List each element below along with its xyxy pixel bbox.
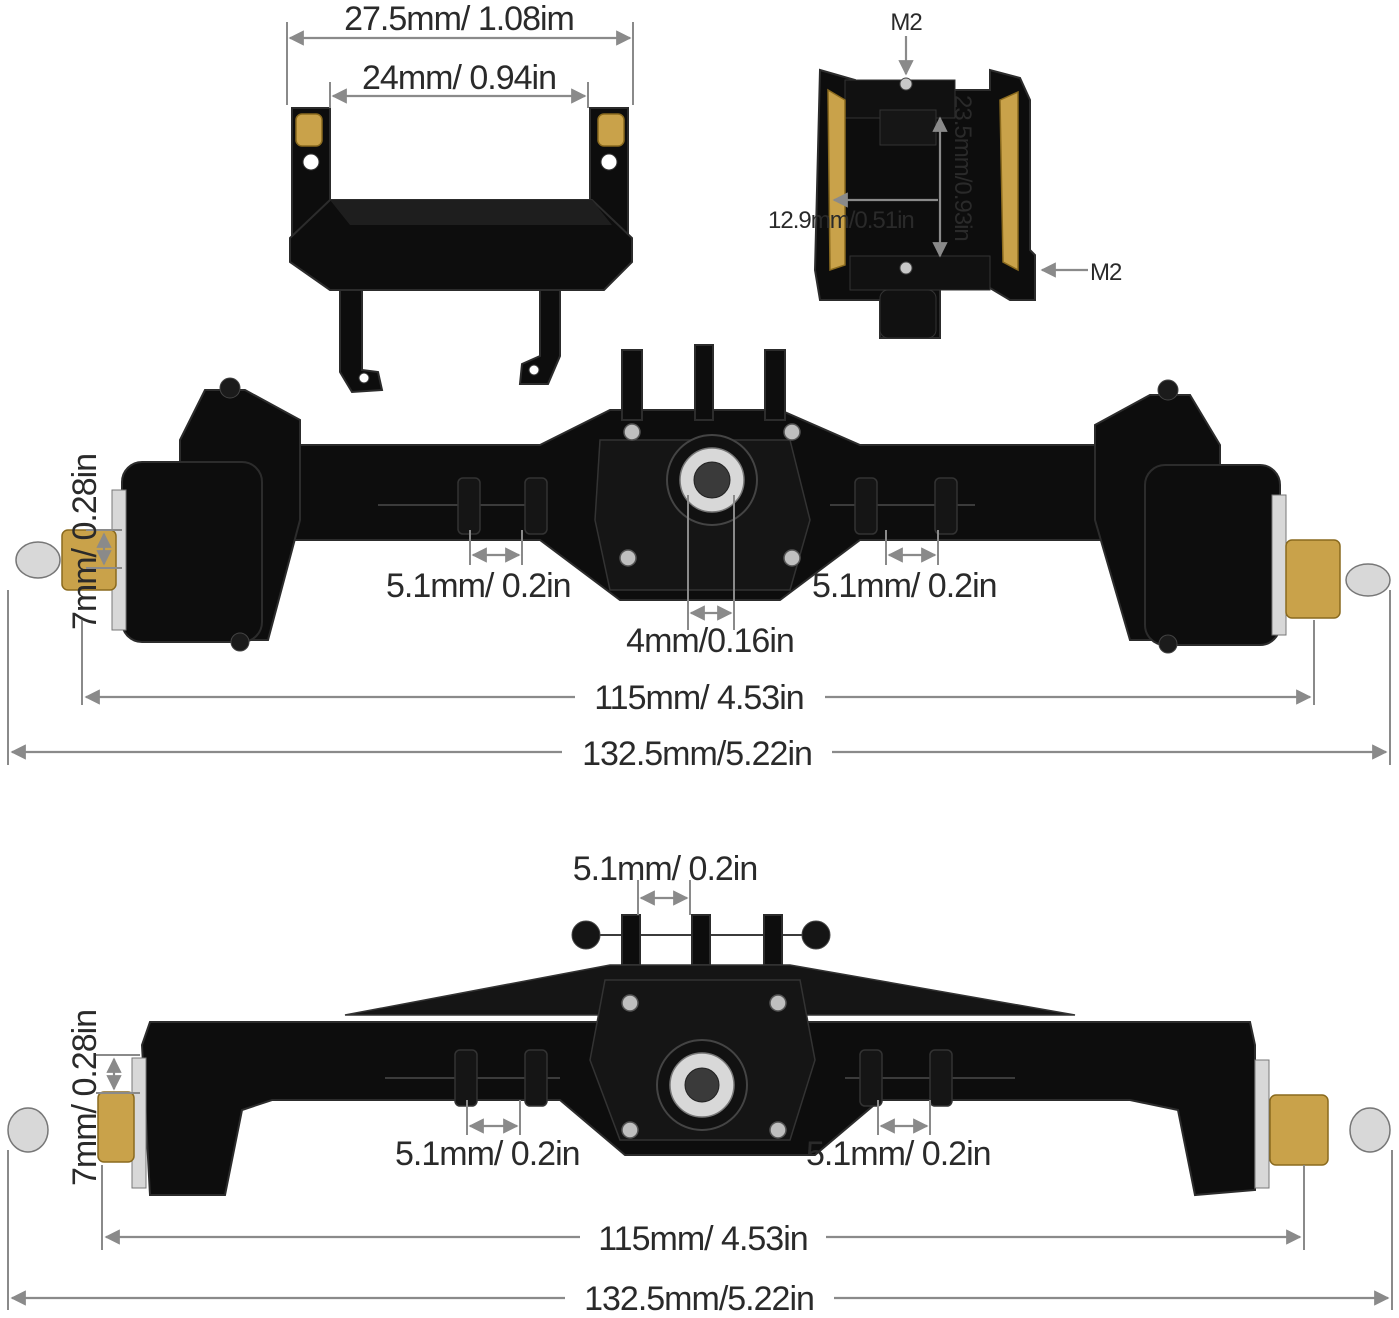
front-link-left-label: 5.1mm/ 0.2in	[386, 567, 571, 605]
rear-axle-inner-label: 115mm/ 4.53in	[598, 1220, 807, 1258]
front-axle	[15, 344, 1391, 654]
link-mount-bracket	[813, 68, 1036, 339]
servo-mount-plate	[289, 107, 633, 394]
rear-axle	[7, 914, 1391, 1197]
front-hub-height-label: 7mm/ 0.28in	[66, 454, 104, 630]
rear-link-left-label: 5.1mm/ 0.2in	[395, 1135, 580, 1173]
rear-top-link-label: 5.1mm/ 0.2in	[573, 850, 758, 888]
front-pinion-label: 4mm/0.16in	[626, 622, 794, 660]
bracket-top-thread-label: M2	[890, 9, 922, 36]
plate-outer-width-label: 27.5mm/ 1.08im	[344, 0, 574, 38]
front-axle-total-label: 132.5mm/5.22in	[582, 735, 812, 773]
rear-link-right-label: 5.1mm/ 0.2in	[806, 1135, 991, 1173]
bracket-side-thread-label: M2	[1090, 259, 1122, 286]
rear-axle-total-label: 132.5mm/5.22in	[584, 1280, 814, 1318]
bracket-width-label: 12.9mm/0.51in	[768, 207, 914, 234]
plate-inner-width-label: 24mm/ 0.94in	[362, 59, 556, 97]
front-link-right-label: 5.1mm/ 0.2in	[812, 567, 997, 605]
rear-hub-height-label: 7mm/ 0.28in	[66, 1010, 104, 1186]
front-axle-inner-label: 115mm/ 4.53in	[594, 679, 803, 717]
bracket-height-label: 23.5mm/0.93in	[949, 95, 976, 241]
